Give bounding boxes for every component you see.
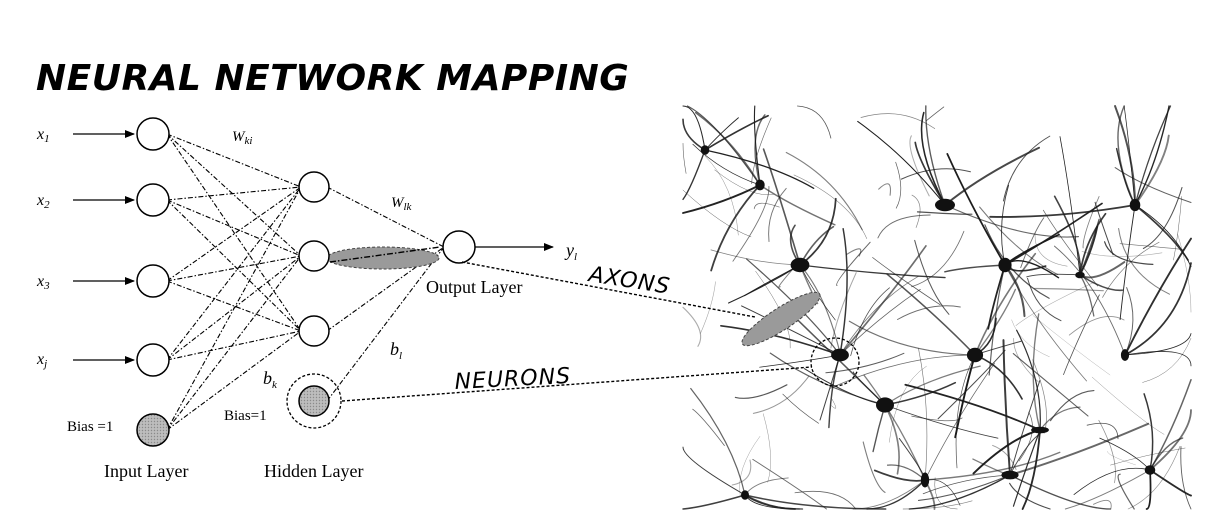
axon-highlight-diagram xyxy=(326,246,440,270)
hidden-layer-nodes xyxy=(298,171,330,347)
input-node-j xyxy=(136,343,170,377)
connection-input-4-hidden-1 xyxy=(166,186,302,361)
connection-hidden-1-output xyxy=(326,186,445,248)
connection-input-3-hidden-2 xyxy=(166,255,302,282)
hidden-bias-node xyxy=(298,385,330,417)
output-label: yl xyxy=(564,240,577,263)
input-label-2: x2 xyxy=(36,192,50,211)
input-bias-node xyxy=(136,413,170,447)
input-layer-label: Input Layer xyxy=(104,461,188,481)
connection-input-2-hidden-1 xyxy=(166,186,302,201)
hidden-node-3 xyxy=(298,315,330,347)
neurons-callout-line xyxy=(341,366,813,402)
bias-label-l: bl xyxy=(390,339,402,362)
input-node-1 xyxy=(136,117,170,151)
output-layer-label: Output Layer xyxy=(426,277,522,297)
connection-input-5-hidden-3 xyxy=(166,330,302,431)
input-labels: x1 x2 x3 xj xyxy=(36,126,50,370)
input-bias-label: Bias =1 xyxy=(67,419,113,435)
axon-highlight-photo xyxy=(741,291,821,347)
input-node-3 xyxy=(136,264,170,298)
weight-label-ki: Wki xyxy=(232,129,252,147)
input-hidden-connections xyxy=(166,133,302,431)
connection-input-1-hidden-2 xyxy=(166,133,302,257)
input-node-2 xyxy=(136,183,170,217)
hidden-bias-label: Bias=1 xyxy=(224,408,267,424)
connection-input-5-hidden-2 xyxy=(166,255,302,431)
connection-input-4-hidden-3 xyxy=(166,330,302,361)
bias-label-k: bk xyxy=(263,368,278,391)
hidden-bias-highlight-ring xyxy=(286,373,342,429)
axons-label: AXONS xyxy=(585,262,672,300)
weight-label-lk: Wlk xyxy=(391,195,413,213)
page-title: NEURAL NETWORK MAPPING xyxy=(36,58,630,99)
hidden-layer-label: Hidden Layer xyxy=(264,461,363,481)
input-label-3: x3 xyxy=(36,273,50,292)
connection-input-2-hidden-2 xyxy=(166,199,302,257)
input-label-j: xj xyxy=(36,351,47,370)
input-layer-nodes xyxy=(136,117,170,377)
input-label-1: x1 xyxy=(36,126,50,145)
hidden-node-1 xyxy=(298,171,330,203)
neuron-highlight-photo xyxy=(810,337,860,387)
input-arrows xyxy=(73,130,135,364)
connection-input-3-hidden-1 xyxy=(166,186,302,282)
connection-hidden-3-output xyxy=(326,246,445,402)
highlighted-connection xyxy=(329,246,441,263)
connection-input-1-hidden-3 xyxy=(166,133,302,332)
connection-input-1-hidden-1 xyxy=(166,133,302,188)
connection-input-3-hidden-3 xyxy=(166,280,302,332)
neurons-label: NEURONS xyxy=(454,364,572,395)
connection-input-5-hidden-1 xyxy=(166,186,302,431)
neuron-micrograph-image xyxy=(682,105,1192,510)
connection-input-2-hidden-3 xyxy=(166,199,302,332)
hidden-node-2 xyxy=(298,240,330,272)
output-node xyxy=(442,230,476,264)
